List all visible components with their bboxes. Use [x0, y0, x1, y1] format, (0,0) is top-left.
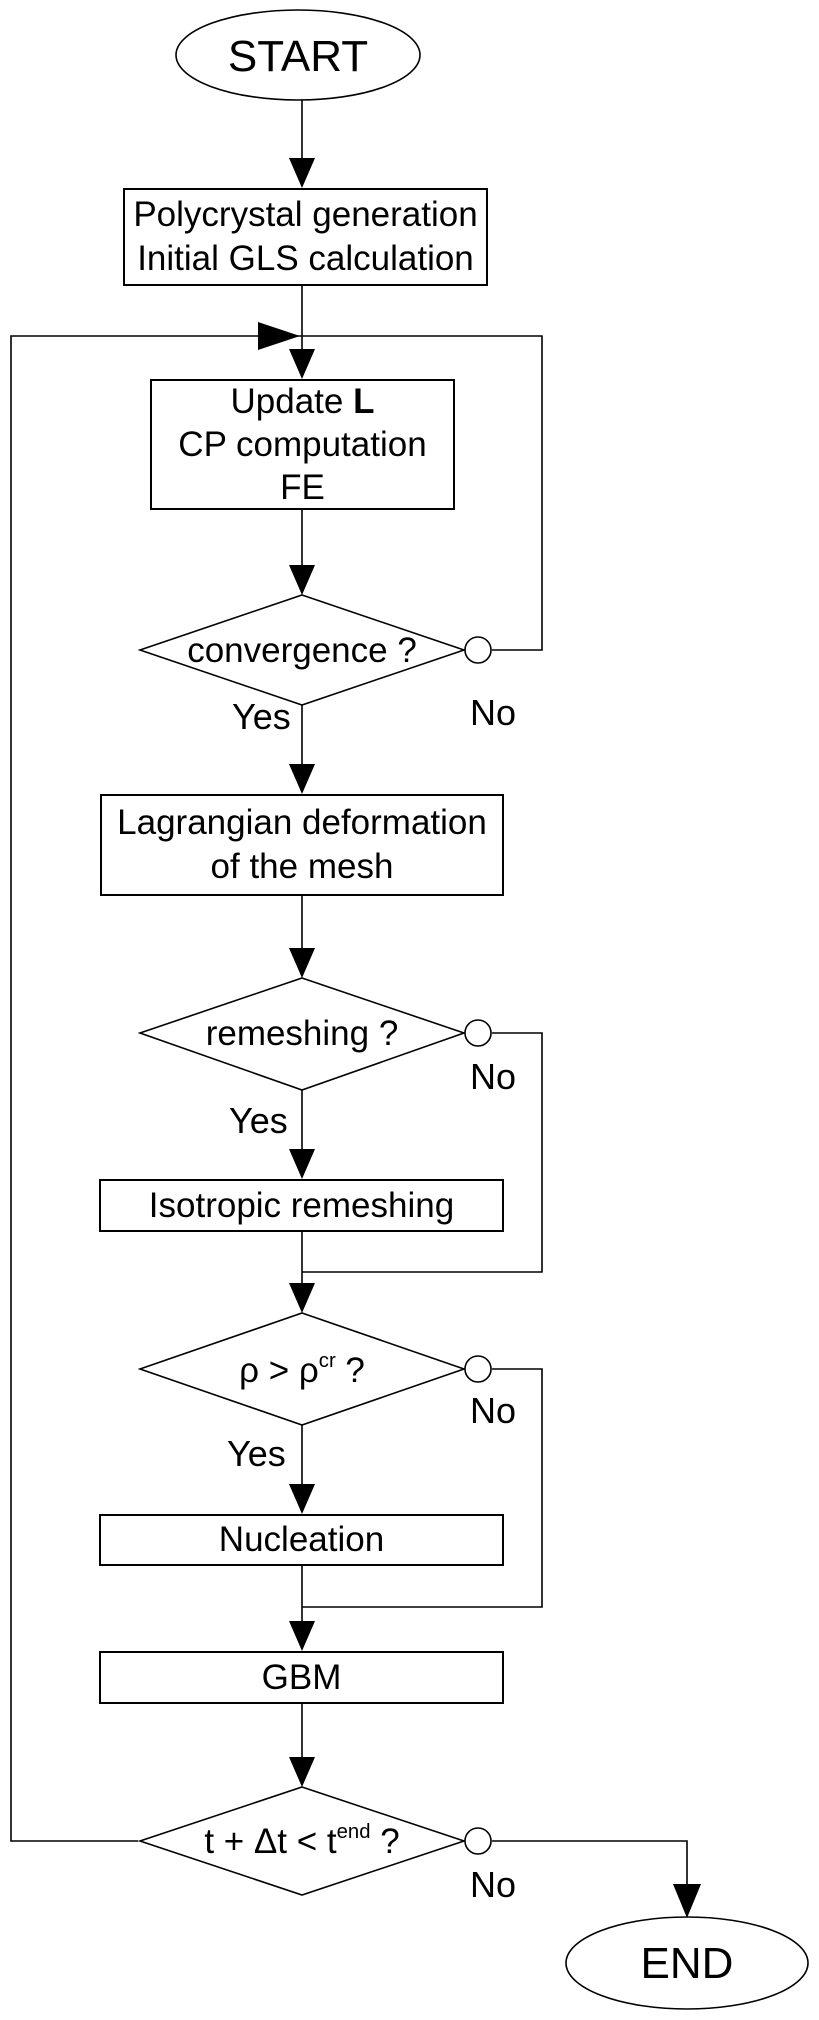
- time-question: t + Δt < tend ?: [204, 1820, 400, 1861]
- arrowhead-into-update: [289, 349, 315, 379]
- start-terminator-shape: [175, 9, 421, 101]
- update-line3: FE: [280, 468, 325, 507]
- convergence-no-label: No: [470, 692, 517, 733]
- edge-time-yes-return-loop: [10, 335, 543, 1842]
- arrowhead-into-convergence: [289, 565, 315, 595]
- update-process-box: Update L CP computation FE: [150, 379, 455, 510]
- edge-density-no-loop: [302, 1368, 543, 1608]
- update-line1-bold-L: L: [353, 382, 375, 421]
- lagrangian-process-box: Lagrangian deformation of the mesh: [100, 794, 504, 896]
- update-line1: Update L: [230, 382, 375, 421]
- density-yes-label: Yes: [227, 1433, 286, 1474]
- arrowhead-junction-right: [258, 322, 300, 350]
- lagrangian-line2: of the mesh: [210, 847, 394, 886]
- gbm-process-box: GBM: [99, 1651, 504, 1704]
- remeshing-no-circle: [464, 1019, 492, 1047]
- convergence-decision-shape: [137, 594, 467, 706]
- polycrystal-line2: Initial GLS calculation: [137, 239, 474, 278]
- arrowhead-into-density: [289, 1283, 315, 1313]
- remeshing-yes-label: Yes: [229, 1100, 288, 1141]
- arrowhead-into-gbm: [289, 1621, 315, 1651]
- time-superscript: end: [336, 1820, 371, 1843]
- polycrystal-process-box: Polycrystal generation Initial GLS calcu…: [123, 188, 488, 286]
- arrowhead-into-polycrystal: [289, 158, 315, 188]
- edge-remeshing-no-loop: [302, 1032, 543, 1273]
- arrowhead-into-end: [673, 1884, 701, 1918]
- gbm-label: GBM: [261, 1657, 342, 1697]
- isotropic-process-box: Isotropic remeshing: [99, 1179, 504, 1232]
- density-no-circle: [464, 1355, 492, 1383]
- arrowhead-into-time: [289, 1757, 315, 1787]
- remeshing-decision-shape: [137, 977, 467, 1091]
- end-terminator-label: END: [640, 1939, 734, 1988]
- time-no-label: No: [470, 1864, 517, 1905]
- time-decision-shape: [137, 1786, 467, 1896]
- nucleation-process-box: Nucleation: [99, 1514, 504, 1566]
- convergence-question: convergence ?: [187, 631, 417, 670]
- polycrystal-line1: Polycrystal generation: [133, 195, 478, 234]
- arrowhead-into-lagrangian: [289, 764, 315, 794]
- density-superscript: cr: [318, 1349, 336, 1372]
- density-question: ρ > ρcr ?: [239, 1349, 365, 1390]
- lagrangian-line1: Lagrangian deformation: [117, 803, 487, 842]
- arrowhead-into-isotropic: [289, 1149, 315, 1179]
- remeshing-question: remeshing ?: [205, 1014, 399, 1053]
- convergence-no-circle: [464, 636, 492, 664]
- nucleation-label: Nucleation: [218, 1520, 385, 1559]
- update-line2: CP computation: [178, 425, 427, 464]
- convergence-yes-label: Yes: [232, 696, 291, 737]
- time-no-circle: [464, 1827, 492, 1855]
- start-terminator-label: START: [227, 32, 369, 81]
- density-decision-shape: [137, 1312, 467, 1426]
- remeshing-no-label: No: [470, 1056, 517, 1097]
- density-no-label: No: [470, 1390, 517, 1431]
- arrowhead-into-remeshing: [289, 948, 315, 978]
- isotropic-label: Isotropic remeshing: [148, 1185, 455, 1225]
- arrowhead-into-nucleation: [289, 1484, 315, 1514]
- edge-time-no-to-end: [492, 1840, 688, 1916]
